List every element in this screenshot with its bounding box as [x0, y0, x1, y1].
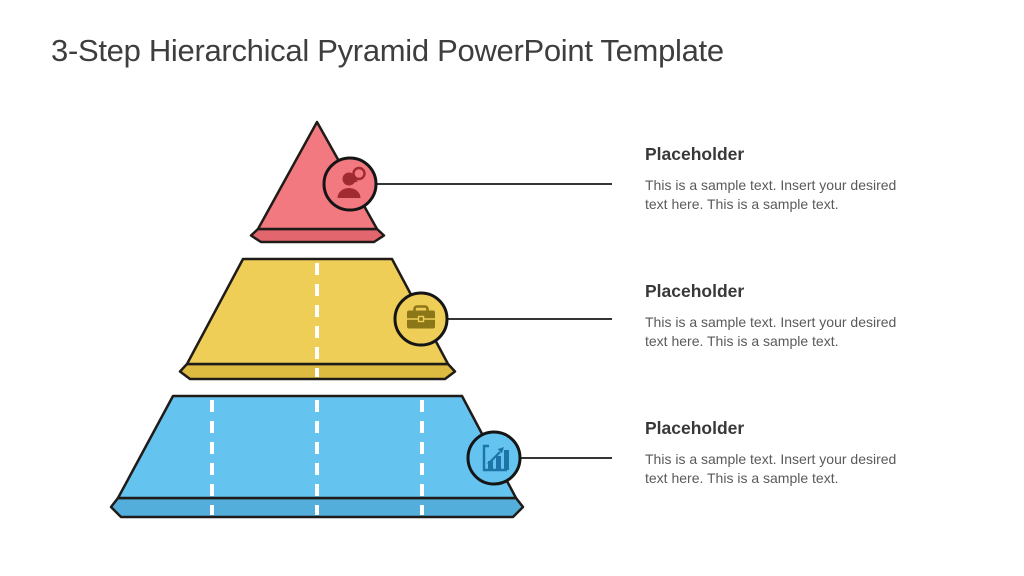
- briefcase-icon: [407, 305, 435, 329]
- pyramid-level-1: [249, 120, 612, 244]
- placeholder-block-2: Placeholder This is a sample text. Inser…: [645, 281, 917, 351]
- placeholder-heading: Placeholder: [645, 418, 745, 438]
- placeholder-heading: Placeholder: [645, 144, 745, 164]
- placeholder-block-1: Placeholder This is a sample text. Inser…: [645, 144, 917, 214]
- placeholder-body: This is a sample text. Insert your desir…: [645, 451, 897, 487]
- placeholder-block-3: Placeholder This is a sample text. Inser…: [645, 418, 917, 488]
- pyramid-level-1-base: [249, 227, 386, 244]
- pyramid-level-2: [178, 257, 612, 381]
- page-title: 3-Step Hierarchical Pyramid PowerPoint T…: [51, 33, 724, 68]
- bar-chart-icon: [482, 444, 509, 472]
- placeholder-heading: Placeholder: [645, 281, 745, 301]
- placeholder-body: This is a sample text. Insert your desir…: [645, 177, 897, 213]
- pyramid-level-3: [109, 394, 612, 519]
- placeholder-body: This is a sample text. Insert your desir…: [645, 314, 897, 350]
- person-chat-icon: [337, 166, 366, 198]
